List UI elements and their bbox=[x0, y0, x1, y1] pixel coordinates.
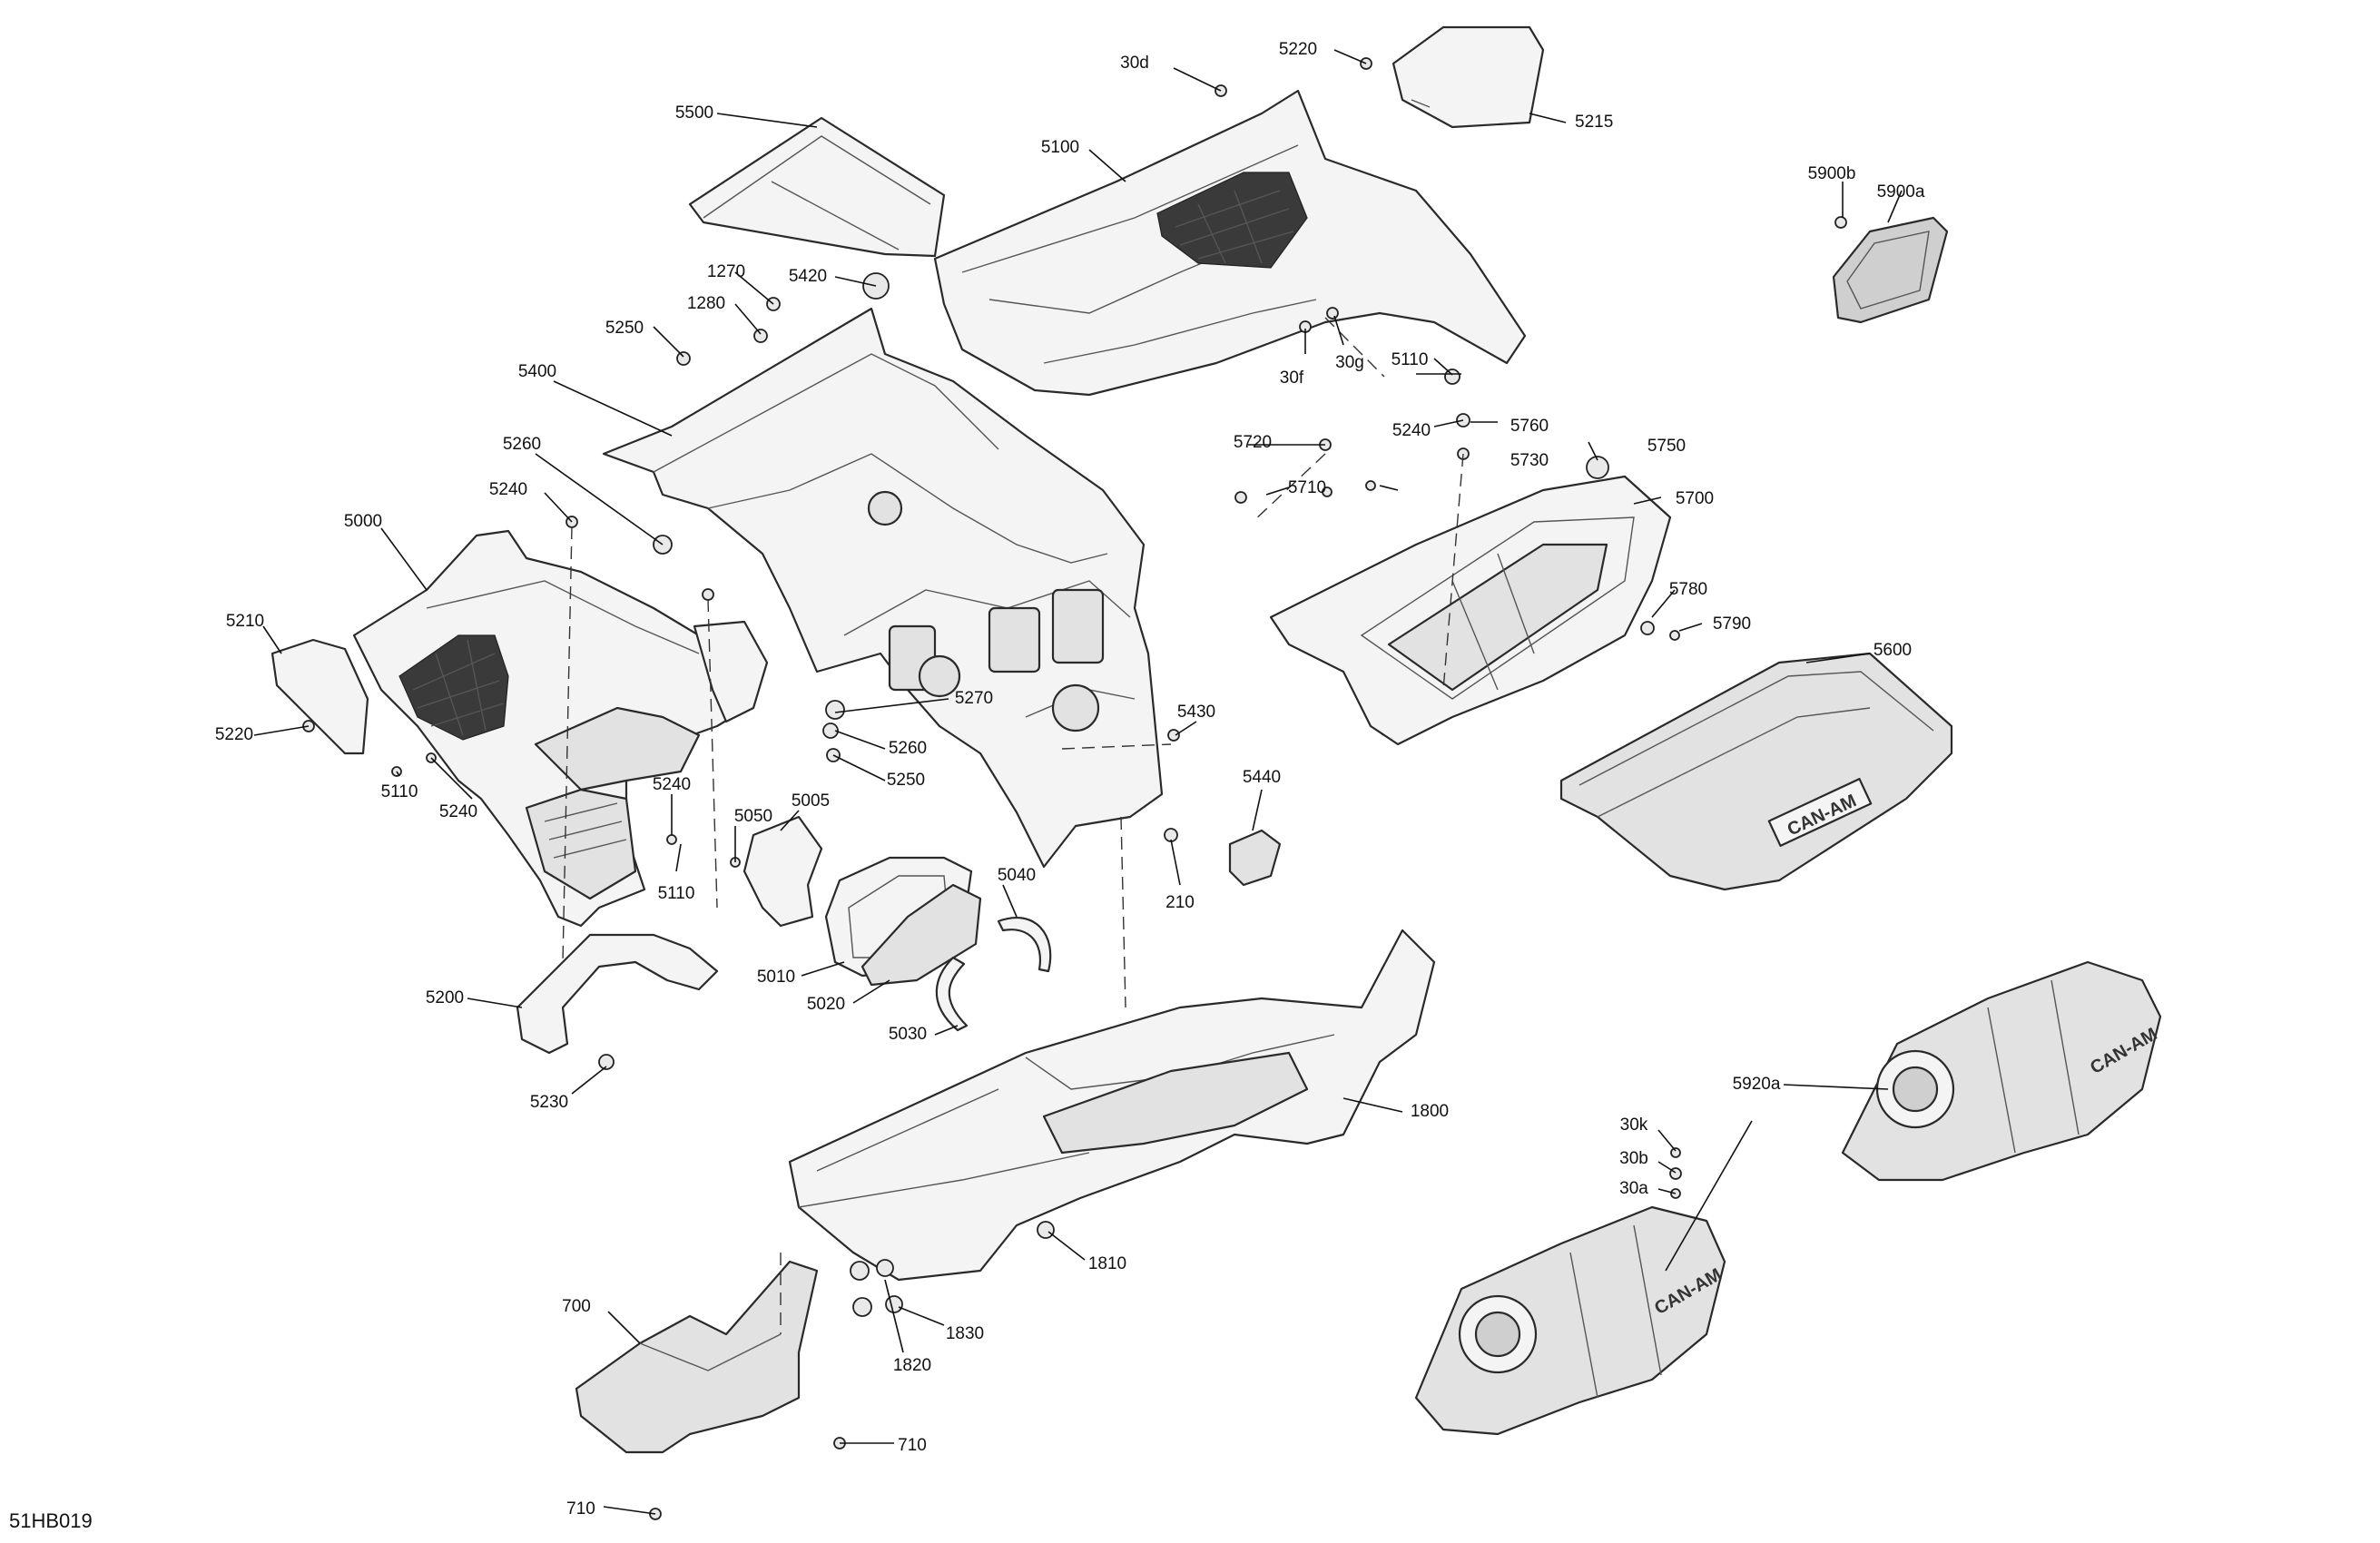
callout-30b: 30b bbox=[1619, 1149, 1648, 1168]
part-5100-panel bbox=[933, 89, 1527, 397]
callout-5250: 5250 bbox=[887, 771, 925, 790]
callout-5600: 5600 bbox=[1874, 641, 1912, 660]
callout-5790: 5790 bbox=[1713, 614, 1751, 634]
callout-5260: 5260 bbox=[889, 739, 927, 758]
part-5000-panel bbox=[352, 529, 769, 928]
callout-5270: 5270 bbox=[955, 689, 993, 708]
callout-5710: 5710 bbox=[1288, 478, 1326, 497]
callout-1830: 1830 bbox=[946, 1324, 984, 1343]
callout-5430: 5430 bbox=[1177, 703, 1215, 722]
callout-labels: 30d 5220 5215 5500 5100 5900b 5900a 1270… bbox=[215, 40, 1925, 1518]
callout-5110: 5110 bbox=[658, 884, 695, 903]
callout-5240: 5240 bbox=[653, 775, 691, 794]
callout-30f: 30f bbox=[1280, 369, 1304, 388]
callout-5240: 5240 bbox=[1392, 421, 1431, 440]
callout-5730: 5730 bbox=[1510, 451, 1549, 470]
callout-5100: 5100 bbox=[1041, 138, 1079, 157]
callout-5110: 5110 bbox=[1392, 350, 1429, 369]
callout-5200: 5200 bbox=[426, 988, 464, 1007]
callout-1280: 1280 bbox=[687, 294, 725, 313]
callout-30a: 30a bbox=[1619, 1179, 1648, 1198]
callout-700: 700 bbox=[562, 1297, 591, 1316]
leader-lines bbox=[253, 49, 1903, 1515]
callout-5020: 5020 bbox=[807, 995, 845, 1014]
callout-5500: 5500 bbox=[675, 103, 713, 123]
callout-5210: 5210 bbox=[226, 612, 264, 631]
callout-710: 710 bbox=[566, 1499, 595, 1518]
callout-5220: 5220 bbox=[215, 725, 253, 744]
part-5020-bezel bbox=[861, 883, 982, 987]
callout-1800: 1800 bbox=[1411, 1102, 1449, 1121]
callout-5240: 5240 bbox=[439, 802, 477, 821]
callout-5900a: 5900a bbox=[1877, 182, 1925, 201]
part-5920a-cover-upper: CAN-AM bbox=[1841, 960, 2162, 1182]
part-5200-handle bbox=[516, 933, 719, 1055]
part-1800-seat-base bbox=[788, 929, 1436, 1282]
callout-5750: 5750 bbox=[1647, 437, 1686, 456]
callout-1270: 1270 bbox=[707, 262, 745, 281]
callout-5220: 5220 bbox=[1279, 40, 1317, 59]
callout-5010: 5010 bbox=[757, 968, 795, 987]
part-5700-bin bbox=[1269, 475, 1672, 746]
callout-1820: 1820 bbox=[893, 1356, 931, 1375]
callout-5215: 5215 bbox=[1575, 113, 1613, 132]
part-5900a-reflector bbox=[1832, 216, 1949, 324]
part-5040-strip bbox=[997, 916, 1052, 973]
part-5215-plate bbox=[1392, 25, 1545, 129]
part-5210-plate bbox=[270, 638, 369, 755]
part-5920a-cover-lower: CAN-AM bbox=[1414, 1205, 1726, 1436]
callout-5250: 5250 bbox=[605, 319, 644, 338]
callout-5230: 5230 bbox=[530, 1093, 568, 1112]
callout-30g: 30g bbox=[1335, 353, 1364, 372]
callout-5110: 5110 bbox=[381, 782, 418, 801]
callout-5030: 5030 bbox=[889, 1025, 927, 1044]
callout-5700: 5700 bbox=[1676, 489, 1714, 508]
callout-5400: 5400 bbox=[518, 362, 556, 381]
part-5030-strip bbox=[935, 956, 969, 1032]
callout-30k: 30k bbox=[1620, 1115, 1648, 1135]
callout-1810: 1810 bbox=[1088, 1254, 1126, 1273]
callout-5440: 5440 bbox=[1243, 768, 1281, 787]
callout-5920a: 5920a bbox=[1733, 1075, 1781, 1094]
part-700-skid-plate bbox=[575, 1260, 819, 1454]
callout-5240: 5240 bbox=[489, 480, 527, 499]
callout-210: 210 bbox=[1165, 893, 1195, 912]
part-5005-bracket bbox=[743, 815, 823, 928]
callout-5040: 5040 bbox=[998, 866, 1036, 885]
part-5500-cover bbox=[688, 116, 946, 258]
callout-5780: 5780 bbox=[1669, 580, 1707, 599]
callout-30d: 30d bbox=[1120, 54, 1149, 73]
callout-5900b: 5900b bbox=[1808, 164, 1856, 183]
callout-5260: 5260 bbox=[503, 435, 541, 454]
callout-5420: 5420 bbox=[789, 267, 827, 286]
callout-5720: 5720 bbox=[1234, 433, 1272, 452]
part-5600-lid: CAN-AM bbox=[1559, 652, 1953, 891]
callout-5005: 5005 bbox=[792, 791, 830, 811]
callout-5050: 5050 bbox=[734, 807, 772, 826]
callout-5760: 5760 bbox=[1510, 417, 1549, 436]
part-5400-frame bbox=[602, 307, 1164, 869]
callout-710: 710 bbox=[898, 1436, 927, 1455]
callout-5000: 5000 bbox=[344, 512, 382, 531]
drawing-id: 51HB019 bbox=[9, 1509, 93, 1532]
part-5440-clip bbox=[1228, 829, 1282, 887]
